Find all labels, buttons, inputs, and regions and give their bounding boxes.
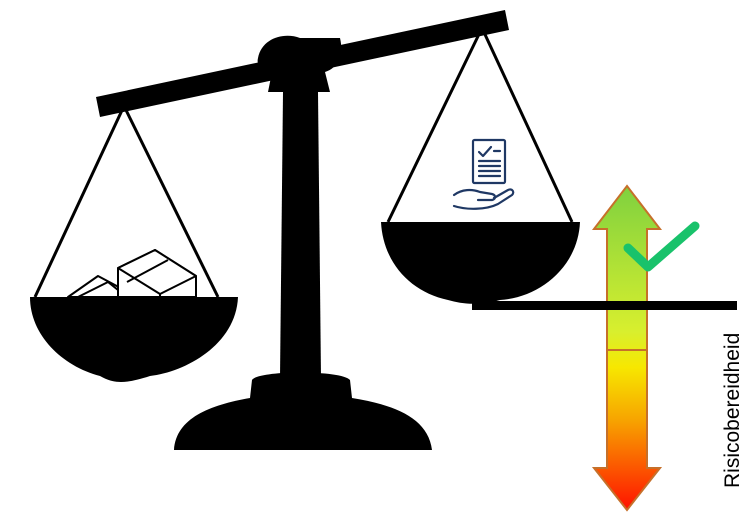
scale-pillar — [280, 92, 321, 378]
right-pan — [381, 222, 580, 304]
boxes-icon — [68, 250, 196, 297]
risk-threshold-line — [472, 301, 737, 310]
risk-axis — [594, 186, 660, 510]
document-in-hand-icon — [454, 140, 513, 209]
scale-pivot — [258, 36, 342, 92]
scale-base — [174, 373, 432, 451]
risk-axis-label: Risicobereidheid — [721, 333, 744, 488]
right-pan-string — [482, 28, 572, 222]
balance-scale — [30, 10, 580, 450]
right-pan-string — [388, 28, 482, 222]
left-pan-string — [35, 106, 124, 297]
risk-axis-arrow — [594, 186, 660, 510]
left-pan — [30, 297, 238, 382]
